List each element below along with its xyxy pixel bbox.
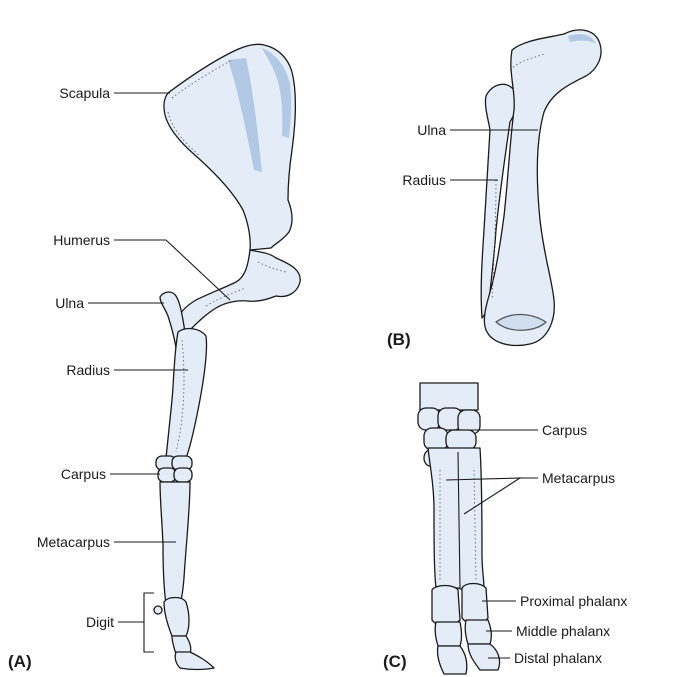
metacarpus-bone-a	[160, 482, 190, 604]
middle-phalanx-right	[465, 620, 491, 644]
panel-a-tag: (A)	[8, 652, 32, 671]
radius-stub-c	[420, 383, 478, 410]
scapula-bone	[164, 44, 295, 250]
panel-b-tag: (B)	[387, 330, 411, 349]
panel-c-tag: (C)	[383, 652, 407, 671]
label-middle-phalanx: Middle phalanx	[516, 623, 610, 639]
proximal-phalanx-left	[432, 586, 460, 627]
label-ulna-a: Ulna	[55, 295, 84, 311]
distal-phalanx-left	[437, 646, 466, 674]
label-scapula: Scapula	[59, 85, 110, 101]
label-carpus-c: Carpus	[542, 422, 587, 438]
label-distal-phalanx: Distal phalanx	[514, 650, 602, 666]
label-radius-a: Radius	[66, 362, 110, 378]
leader-humerus	[114, 240, 230, 300]
label-radius-b: Radius	[402, 172, 446, 188]
digit-bones-a	[154, 598, 214, 670]
panel-a-forelimb: Scapula Humerus Ulna Radius Carpus Metac…	[8, 44, 300, 671]
label-metacarpus-a: Metacarpus	[37, 534, 110, 550]
metacarpus-bone-c	[428, 448, 484, 590]
label-proximal-phalanx: Proximal phalanx	[520, 593, 627, 609]
label-metacarpus-c: Metacarpus	[542, 470, 615, 486]
digit-bracket	[118, 593, 154, 652]
label-carpus-a: Carpus	[61, 466, 106, 482]
panel-c-carpus-digits: Carpus Metacarpus Proximal phalanx Middl…	[383, 383, 627, 674]
middle-phalanx-left	[435, 622, 461, 646]
label-humerus: Humerus	[53, 232, 110, 248]
humerus-bone	[179, 250, 300, 330]
radius-bone-b	[484, 30, 601, 346]
carpus-bones-a	[156, 456, 192, 482]
distal-phalanx-right	[468, 644, 500, 670]
label-digit: Digit	[86, 614, 114, 630]
label-ulna-b: Ulna	[417, 122, 446, 138]
panel-b-radius-ulna: Ulna Radius (B)	[387, 30, 601, 349]
proximal-phalanx-right	[462, 584, 488, 625]
radius-bone-a	[166, 329, 207, 458]
